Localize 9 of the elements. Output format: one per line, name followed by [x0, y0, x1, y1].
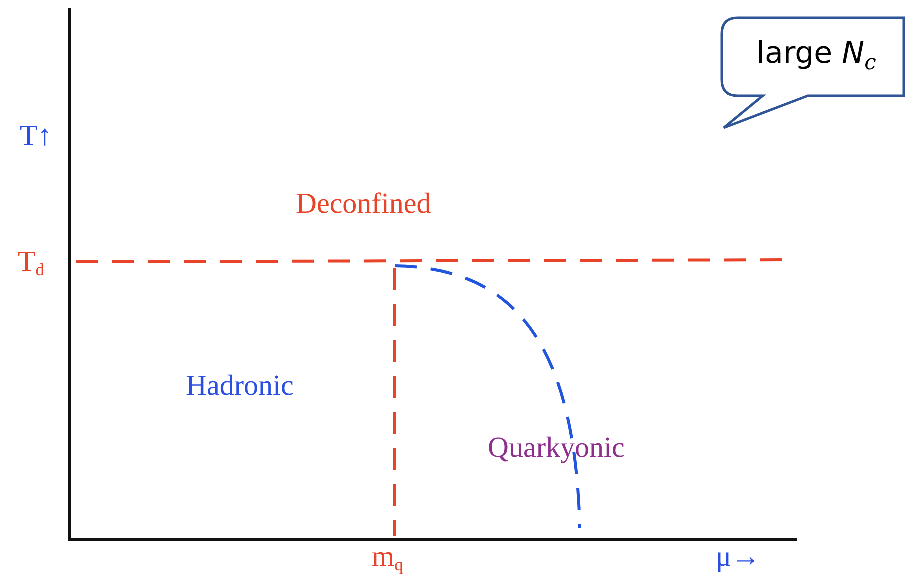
region-label: Quarkyonic: [488, 434, 625, 463]
tick-label: m$_{q}$: [372, 543, 404, 574]
region-label: Hadronic: [186, 372, 294, 401]
speech-bubble: [718, 14, 907, 132]
tick-label: T$_{d}$: [18, 248, 44, 279]
axis-label: μ→: [716, 543, 761, 572]
bubble-text: large N$_{c}$: [756, 36, 878, 76]
axis-label: T↑: [20, 122, 52, 151]
region-label: Deconfined: [296, 190, 432, 219]
